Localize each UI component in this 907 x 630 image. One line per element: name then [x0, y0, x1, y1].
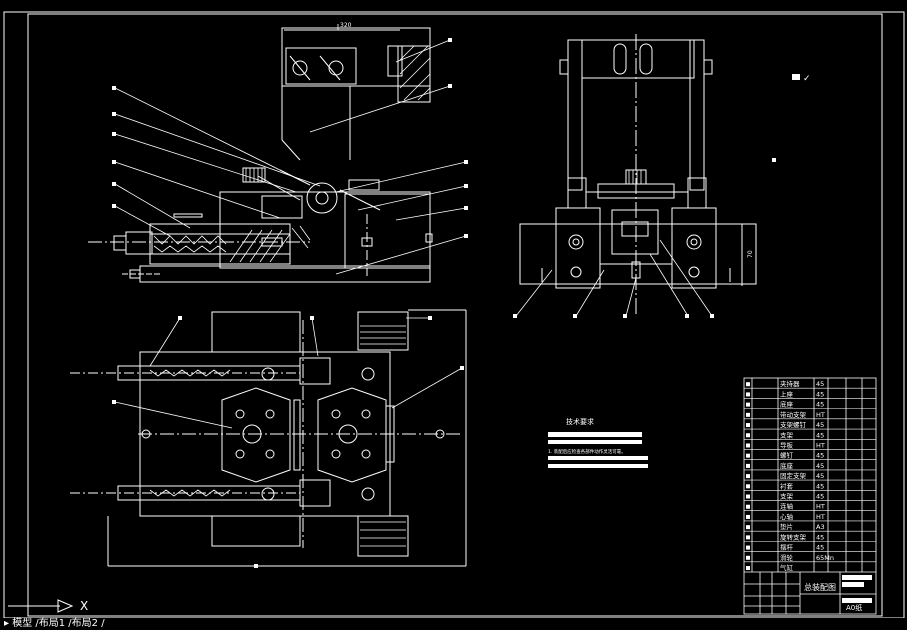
tech-requirements-bars: [548, 432, 648, 468]
top-view: [70, 309, 467, 567]
parts-list-name: 底座: [780, 461, 794, 470]
title-block-grid: [743, 377, 877, 615]
parts-list-name: 夹持器: [780, 379, 800, 388]
ucs-icon: [8, 592, 74, 614]
parts-list-name: 滑轮: [780, 553, 794, 562]
parts-list-index-mark: [746, 514, 750, 519]
parts-list-name: 底座: [780, 400, 794, 409]
front-view-leader-dots: [112, 38, 468, 238]
parts-list-index-mark: [746, 412, 750, 417]
parts-list-material: 45: [816, 390, 824, 398]
parts-list-index-mark: [746, 504, 750, 509]
parts-list-index-mark: [746, 494, 750, 499]
parts-list-name: 支架螺钉: [780, 420, 807, 429]
parts-list-index-mark: [746, 402, 750, 407]
parts-list-material: 45: [816, 533, 824, 541]
front-view-leaders: [114, 24, 467, 275]
front-view: [88, 27, 433, 283]
parts-list-material: 45: [816, 431, 824, 439]
corner-check-mark: ✓: [803, 74, 811, 84]
top-view-leader-dots: [112, 316, 464, 568]
parts-list-name: 连轴: [780, 502, 794, 511]
side-view-leader-dots: [513, 158, 776, 318]
parts-list-name: 固定支架: [780, 471, 807, 480]
parts-list-index-mark: [746, 535, 750, 540]
title-block-rows: [744, 387, 876, 563]
parts-list-name: 支架: [780, 492, 794, 501]
tech-requirements-line: 1. 装配后应检查各部件动作灵活可靠。: [548, 448, 626, 455]
parts-list-index-mark: [746, 433, 750, 438]
dim-top-label: 320: [340, 22, 352, 29]
parts-list-name: 旋转支架: [780, 532, 807, 541]
parts-list-material: 45: [816, 452, 824, 460]
inner-border: [27, 13, 883, 617]
parts-list-name: 带动支架: [780, 410, 807, 419]
parts-list-index-mark: [746, 566, 750, 570]
parts-list-material: 45: [816, 380, 824, 388]
parts-list-name: 导板: [780, 440, 794, 449]
parts-list-material: 45: [816, 421, 824, 429]
parts-list-index-mark: [746, 525, 750, 530]
parts-list-index-mark: [746, 484, 750, 489]
parts-list-material: HT: [816, 411, 825, 419]
parts-list: 夹持器 45 上座 45 底座 45 带动支架 HT 支架螺钉 45 支架 45 导板 HT 螺钉 45 底座 4…: [746, 379, 834, 572]
corner-mark-box: [792, 74, 800, 80]
parts-list-name: 气缸: [780, 563, 794, 572]
side-view-leaders: [515, 239, 713, 317]
parts-list-material: 45: [816, 462, 824, 470]
parts-list-name: 支架: [780, 430, 794, 439]
parts-list-index-mark: [746, 474, 750, 479]
side-view: [519, 34, 757, 316]
top-view-leaders: [114, 317, 463, 429]
parts-list-index-mark: [746, 545, 750, 550]
sheet-size: A0纸: [846, 603, 862, 612]
parts-list-material: HT: [816, 503, 825, 511]
parts-list-index-mark: [746, 555, 750, 560]
parts-list-material: HT: [816, 513, 825, 521]
layout-tabs[interactable]: ▸ 模型 /布局1 /布局2 /: [0, 618, 907, 630]
outer-border: [3, 11, 905, 619]
parts-list-name: 心轴: [780, 512, 794, 521]
parts-list-material: 45: [816, 544, 824, 552]
parts-list-name: 螺钉: [780, 451, 794, 460]
parts-list-material: 45: [816, 493, 824, 501]
dim-side-label: 70: [747, 250, 754, 258]
parts-list-index-mark: [746, 392, 750, 397]
parts-list-index-mark: [746, 453, 750, 458]
parts-list-index-mark: [746, 382, 750, 387]
parts-list-material: 45: [816, 472, 824, 480]
parts-list-name: 上座: [780, 389, 794, 398]
parts-list-material: 45: [816, 401, 824, 409]
ucs-x-label: X: [80, 599, 88, 613]
drawing-name: 总装配图: [804, 582, 836, 592]
parts-list-material: 65Mn: [816, 554, 834, 562]
layout-tabs-label[interactable]: ▸ 模型 /布局1 /布局2 /: [4, 618, 105, 629]
title-block-filled-cells: [842, 575, 872, 603]
parts-list-index-mark: [746, 463, 750, 468]
parts-list-index-mark: [746, 423, 750, 428]
parts-list-material: 45: [816, 482, 824, 490]
parts-list-index-mark: [746, 443, 750, 448]
parts-list-name: 垫片: [780, 522, 793, 531]
tech-requirements-title: 技术要求: [566, 417, 594, 426]
parts-list-name: 衬套: [780, 481, 794, 490]
parts-list-material: HT: [816, 441, 825, 449]
parts-list-material: A3: [816, 523, 825, 531]
parts-list-name: 摆杆: [780, 543, 794, 552]
